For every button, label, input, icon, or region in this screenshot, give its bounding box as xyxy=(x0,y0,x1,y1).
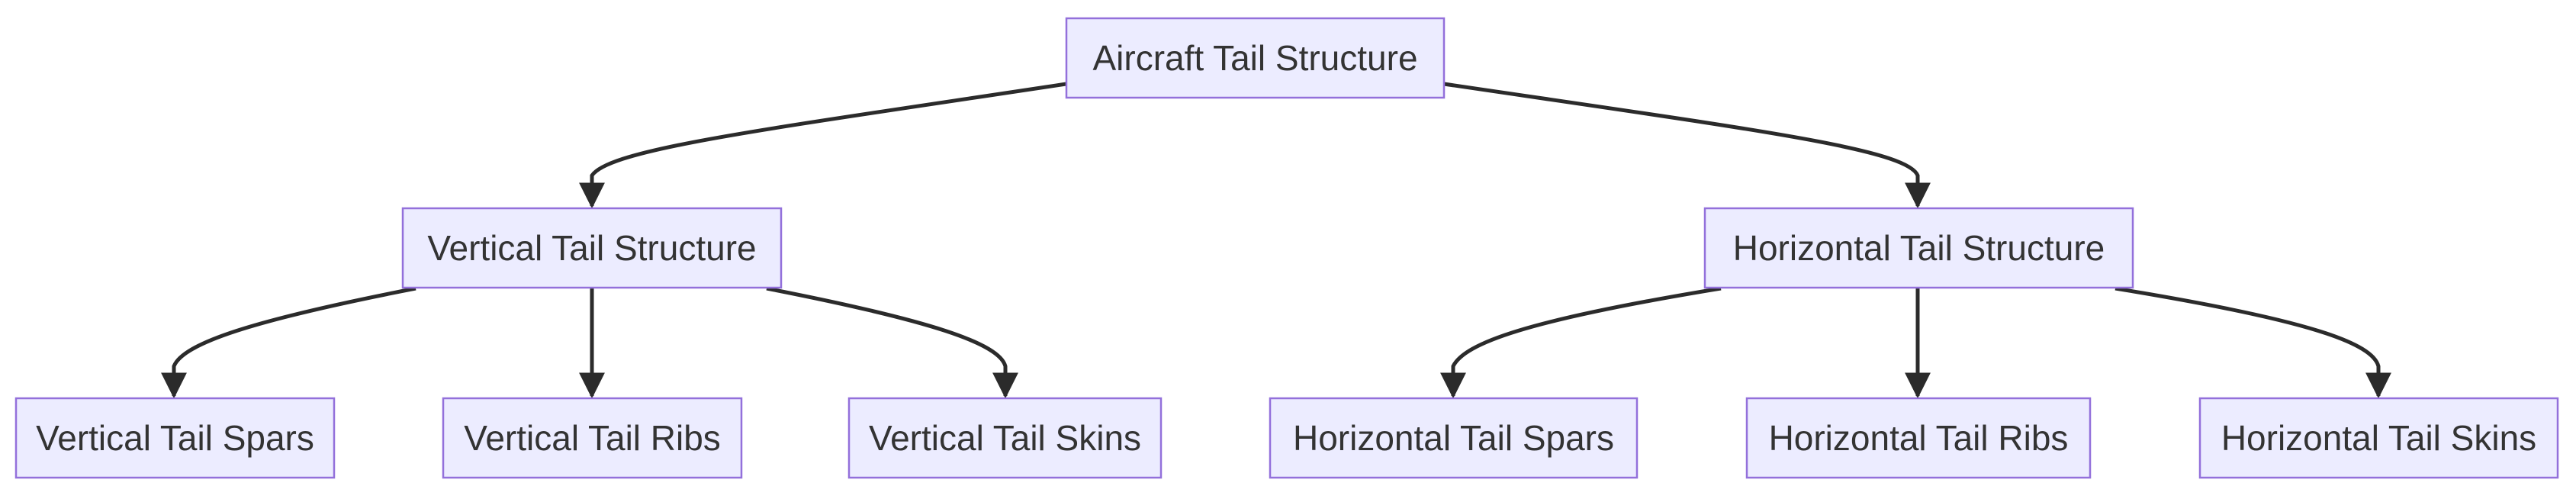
node-aircraft-tail-structure[interactable]: Aircraft Tail Structure xyxy=(1065,17,1446,99)
node-horizontal-tail-skins[interactable]: Horizontal Tail Skins xyxy=(2198,397,2559,479)
node-label-horizontal-tail-spars: Horizontal Tail Spars xyxy=(1293,418,1614,458)
node-vertical-tail-structure[interactable]: Vertical Tail Structure xyxy=(401,207,783,289)
edge-root-to-horizontal xyxy=(1443,82,1931,209)
node-vertical-tail-ribs[interactable]: Vertical Tail Ribs xyxy=(442,397,743,479)
node-label-vertical-tail-skins: Vertical Tail Skins xyxy=(869,418,1141,458)
node-vertical-tail-spars[interactable]: Vertical Tail Spars xyxy=(14,397,336,479)
node-horizontal-tail-ribs[interactable]: Horizontal Tail Ribs xyxy=(1745,397,2092,479)
node-vertical-tail-skins[interactable]: Vertical Tail Skins xyxy=(847,397,1163,479)
edges-layer xyxy=(161,82,2391,399)
node-label-horizontal-tail-skins: Horizontal Tail Skins xyxy=(2221,418,2536,458)
edge-vertical-to-skins xyxy=(766,286,1018,399)
edge-horizontal-to-skins xyxy=(2115,286,2391,399)
node-horizontal-tail-spars[interactable]: Horizontal Tail Spars xyxy=(1269,397,1639,479)
edge-horizontal-to-spars xyxy=(1440,286,1722,399)
node-label-horizontal-tail-ribs: Horizontal Tail Ribs xyxy=(1769,418,2069,458)
node-label-horizontal-tail-structure: Horizontal Tail Structure xyxy=(1733,228,2105,268)
edge-root-to-vertical xyxy=(579,82,1067,209)
node-label-vertical-tail-structure: Vertical Tail Structure xyxy=(427,228,756,268)
nodes-layer: Aircraft Tail Structure Vertical Tail St… xyxy=(14,17,2559,479)
node-horizontal-tail-structure[interactable]: Horizontal Tail Structure xyxy=(1703,207,2134,289)
node-label-vertical-tail-spars: Vertical Tail Spars xyxy=(36,418,314,458)
node-label-aircraft-tail-structure: Aircraft Tail Structure xyxy=(1092,38,1417,78)
edge-vertical-to-spars xyxy=(161,286,416,399)
node-label-vertical-tail-ribs: Vertical Tail Ribs xyxy=(464,418,721,458)
